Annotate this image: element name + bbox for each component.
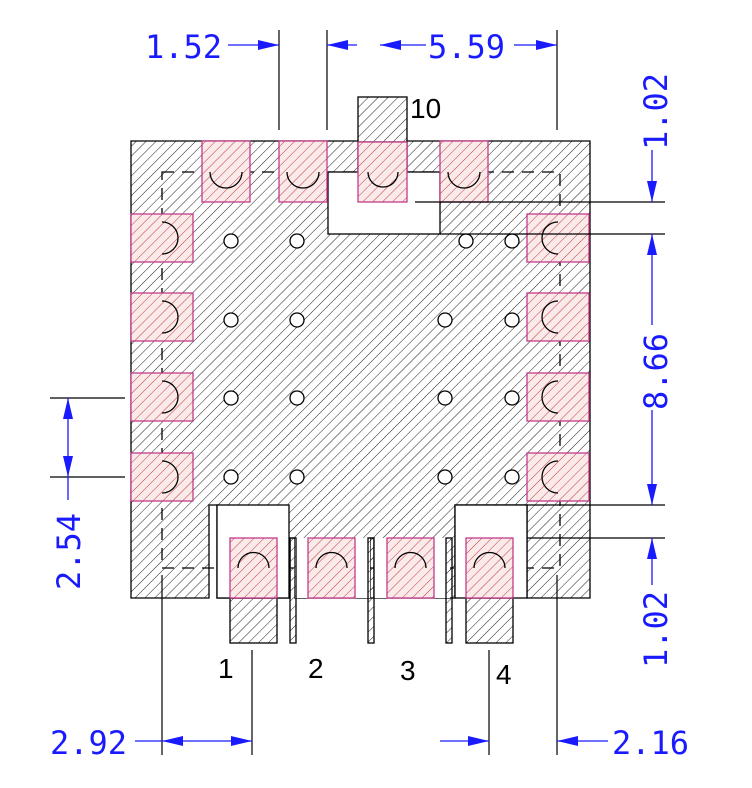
dim-top-left: 1.52	[145, 28, 222, 66]
dim-bottom-left: 2.92	[50, 724, 127, 762]
pin-10-tab	[357, 96, 408, 203]
dimension-lines	[63, 40, 657, 746]
dim-right-top: 1.02	[637, 73, 675, 150]
dim-right-bottom: 1.02	[637, 591, 675, 668]
pin-label-2: 2	[308, 653, 324, 684]
dim-top-span: 5.59	[428, 28, 505, 66]
pin-label-10: 10	[410, 93, 441, 124]
thermal-vias	[223, 233, 520, 485]
bottom-leads	[229, 537, 514, 644]
dim-right-mid: 8.66	[637, 333, 675, 410]
dim-bottom-right: 2.16	[612, 724, 689, 762]
extension-lines	[50, 30, 665, 755]
left-pads	[130, 213, 194, 502]
pin-label-3: 3	[400, 655, 416, 686]
pin-label-4: 4	[496, 659, 512, 690]
right-pads	[526, 213, 590, 502]
pin-label-1: 1	[218, 653, 234, 684]
dim-left-mid: 2.54	[50, 513, 88, 590]
top-pads	[201, 140, 489, 203]
